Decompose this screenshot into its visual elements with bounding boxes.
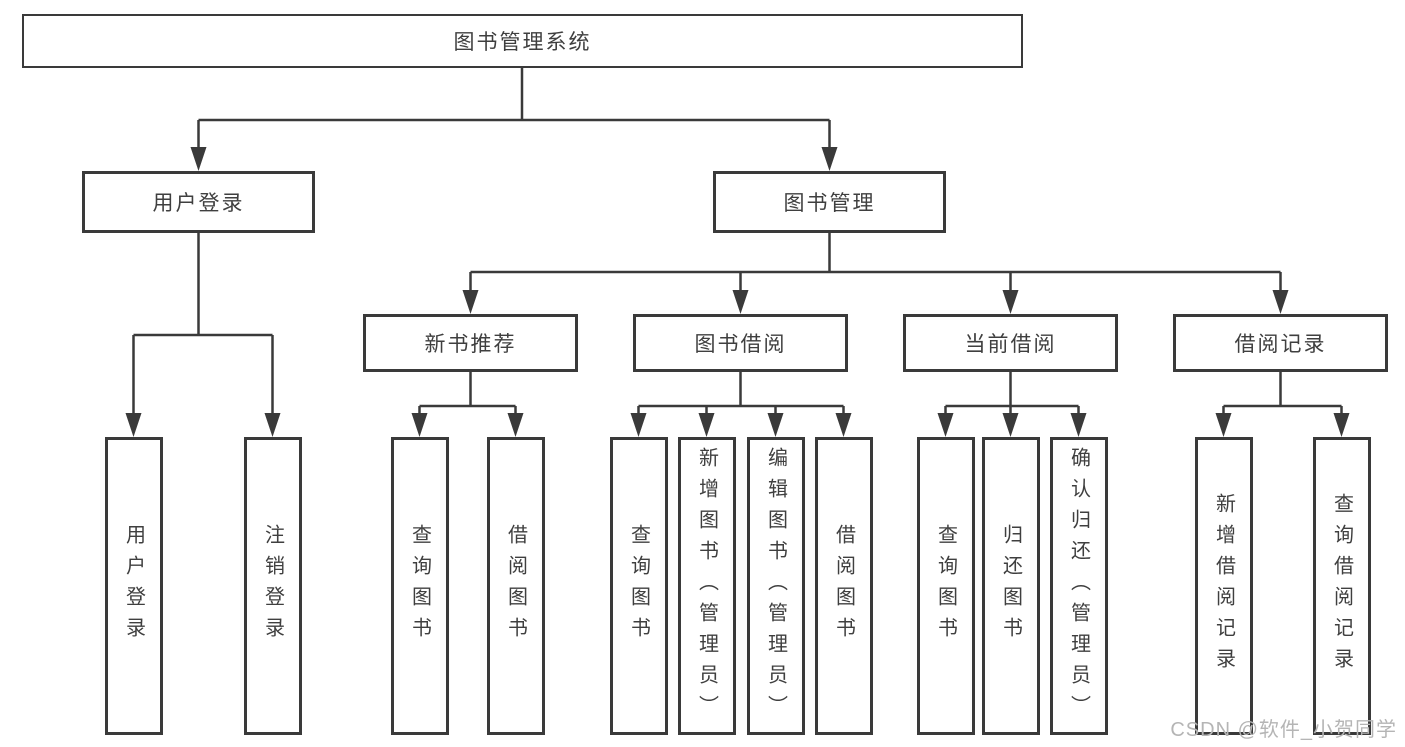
node-book-management: 图书管理 (713, 171, 946, 233)
leaf-user-login: 用户登录 (105, 437, 163, 735)
leaf-borrow-borrow-book: 借阅图书 (815, 437, 873, 735)
leaf-records-add-record: 新增借阅记录 (1195, 437, 1253, 735)
node-book-borrow: 图书借阅 (633, 314, 848, 372)
node-current-borrow: 当前借阅 (903, 314, 1118, 372)
node-system-root: 图书管理系统 (22, 14, 1023, 68)
leaf-borrow-add-book-admin: 新增图书（管理员） (678, 437, 736, 735)
leaf-borrow-query-book: 查询图书 (610, 437, 668, 735)
leaf-recommend-query-book: 查询图书 (391, 437, 449, 735)
leaf-current-return-book: 归还图书 (982, 437, 1040, 735)
leaf-recommend-borrow-book: 借阅图书 (487, 437, 545, 735)
leaf-borrow-edit-book-admin: 编辑图书（管理员） (747, 437, 805, 735)
node-borrow-records: 借阅记录 (1173, 314, 1388, 372)
arrowheads (125, 147, 1350, 437)
node-user-login: 用户登录 (82, 171, 315, 233)
leaf-current-confirm-return-admin: 确认归还（管理员） (1050, 437, 1108, 735)
leaf-records-query-record: 查询借阅记录 (1313, 437, 1371, 735)
node-new-book-recommend: 新书推荐 (363, 314, 578, 372)
leaf-logout: 注销登录 (244, 437, 302, 735)
leaf-current-query-book: 查询图书 (917, 437, 975, 735)
